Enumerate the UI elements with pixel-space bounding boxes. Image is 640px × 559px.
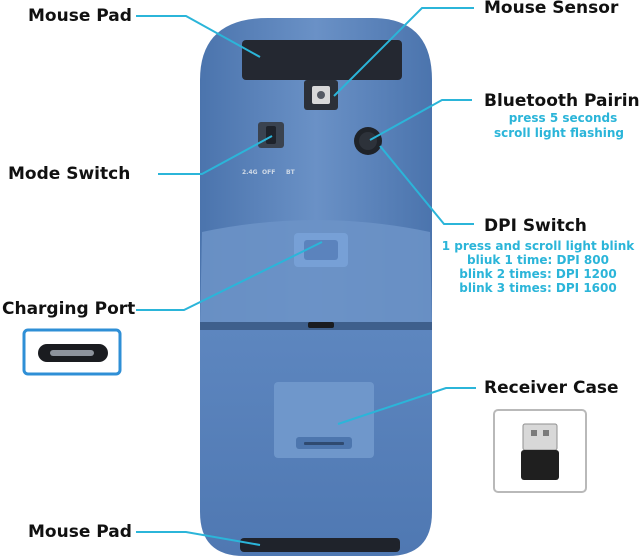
usb-c-pin-shape [50, 350, 94, 356]
mouse-pad-top-label: Mouse Pad [28, 6, 132, 26]
sensor-eye-shape [317, 91, 325, 99]
callout-line-dpi-switch [379, 145, 474, 225]
usb-receiver-body-shape [521, 450, 559, 480]
dpi-note-line-4: blink 3 times: DPI 1600 [459, 281, 617, 295]
bluetooth-button-inner-shape [359, 132, 377, 150]
mouse-pad-bottom-label: Mouse Pad [28, 522, 132, 542]
mode-switch-mark-off: OFF [262, 169, 276, 176]
callout-line-charging-port [136, 241, 323, 311]
mode-switch-knob-shape [266, 126, 276, 144]
mouse-front-slope [200, 220, 432, 326]
charging-port-label: Charging Port [2, 299, 136, 319]
usb-receiver-pin-shape [531, 430, 537, 436]
callout-line-bluetooth [369, 99, 472, 141]
receiver-case-label: Receiver Case [484, 378, 619, 398]
mode-switch-label: Mode Switch [8, 164, 131, 184]
dpi-note-line-2: bliuk 1 time: DPI 800 [467, 253, 609, 267]
callout-line-mouse-sensor [333, 7, 474, 97]
callout-line-mouse-pad-top [136, 15, 261, 58]
callout-line-mode-switch [158, 135, 273, 175]
callout-lines [136, 7, 476, 546]
callout-line-receiver-case [337, 387, 476, 425]
dpi-switch-label: DPI Switch [484, 216, 587, 236]
bluetooth-pairing-label: Bluetooth Pairing [484, 91, 640, 111]
bluetooth-note-line-2: scroll light flashing [493, 126, 625, 140]
mode-switch-mark-24g: 2.4G [242, 169, 258, 176]
callout-line-mouse-pad-bottom [136, 531, 261, 546]
dpi-note-line-3: blink 2 times: DPI 1200 [459, 267, 617, 281]
usb-receiver-plug-shape [522, 423, 558, 451]
mouse-sensor-label: Mouse Sensor [484, 0, 619, 18]
mouse-pad-bottom-shape [240, 538, 400, 552]
dpi-note-line-1: 1 press and scroll light blink [441, 239, 635, 253]
receiver-case-notch-shape [304, 442, 344, 445]
mouse-pad-top-shape [242, 40, 402, 80]
bluetooth-note-line-1: press 5 seconds [508, 111, 618, 125]
mode-switch-mark-bt: BT [286, 169, 295, 176]
charging-port-shape [308, 322, 334, 328]
dpi-switch-inner-shape [304, 240, 338, 260]
usb-receiver-pin-shape [543, 430, 549, 436]
